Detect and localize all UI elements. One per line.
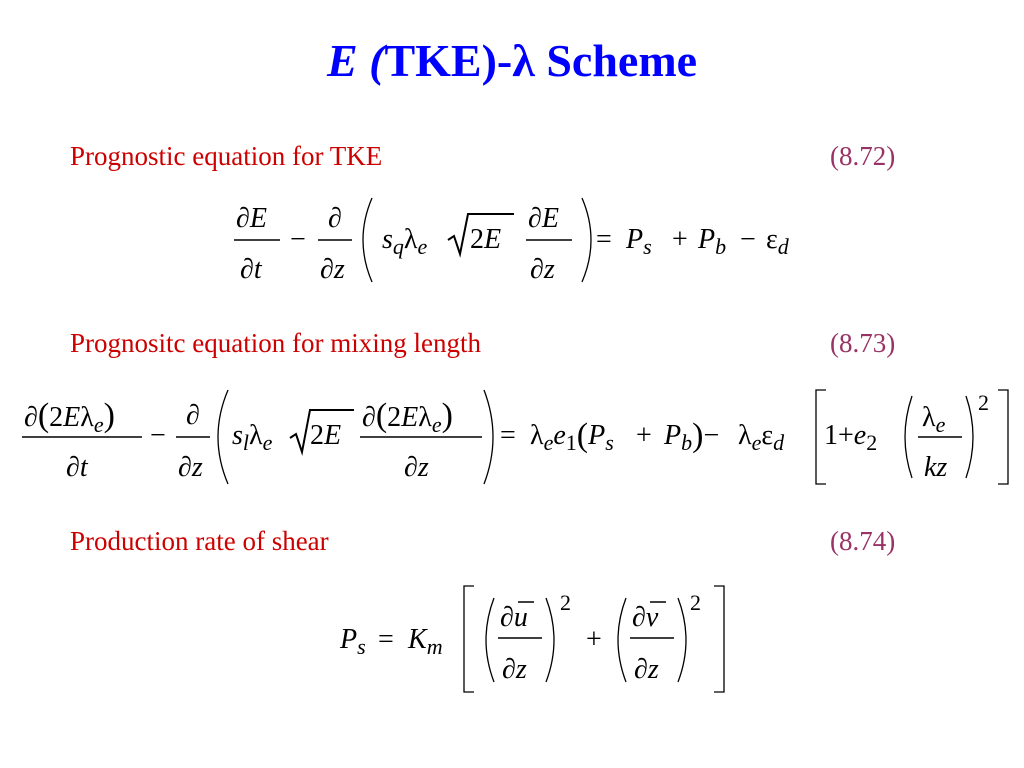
svg-text:∂z: ∂z (178, 452, 203, 483)
svg-text:+: + (636, 420, 652, 451)
equation-tke: ∂E ∂t − ∂ ∂z sqλe 2E ∂E ∂z = Ps + Pb − ε… (234, 197, 790, 285)
svg-text:∂z: ∂z (404, 452, 429, 483)
title-variable: E ( (326, 35, 385, 86)
svg-text:2E: 2E (310, 420, 341, 451)
equation-mixing-length: ∂(2Eλe) ∂t − ∂ ∂z slλe 2E ∂(2Eλe) ∂z = λ… (22, 389, 1009, 485)
svg-text:−: − (150, 420, 166, 451)
svg-text:∂u: ∂u (500, 602, 528, 633)
svg-text:sqλe: sqλe (382, 224, 427, 259)
svg-text:∂t: ∂t (240, 254, 263, 285)
section-label-tke: Prognostic equation for TKE (70, 141, 383, 171)
svg-text:∂(2Eλe): ∂(2Eλe) (362, 397, 453, 437)
section-label-shear: Production rate of shear (70, 526, 329, 556)
svg-text:εd: εd (766, 224, 790, 259)
slide-title: E (TKE)-λ Scheme (0, 38, 1024, 84)
svg-text:∂E: ∂E (236, 203, 267, 234)
svg-text:Ps: Ps (339, 624, 366, 659)
svg-text:Pb)−: Pb)− (663, 417, 719, 455)
svg-text:+: + (586, 624, 602, 655)
svg-text:∂v: ∂v (632, 602, 659, 633)
svg-text:∂: ∂ (186, 400, 200, 431)
svg-text:λe: λe (922, 402, 946, 437)
svg-text:2: 2 (978, 390, 989, 415)
svg-text:Pb: Pb (697, 224, 726, 259)
equation-number-8-72: (8.72) (830, 141, 896, 171)
equation-number-8-74: (8.74) (830, 526, 896, 556)
svg-text:=: = (378, 624, 394, 655)
svg-text:−: − (740, 224, 756, 255)
svg-text:1+e2: 1+e2 (824, 420, 877, 455)
svg-text:+: + (672, 224, 688, 255)
svg-text:=: = (596, 224, 612, 255)
svg-text:slλe: slλe (232, 420, 273, 455)
equation-number-8-73: (8.73) (830, 328, 896, 358)
svg-text:Ps: Ps (625, 224, 652, 259)
svg-text:2: 2 (690, 590, 701, 615)
svg-text:Km: Km (407, 624, 443, 659)
title-text: TKE)-λ Scheme (384, 35, 698, 86)
svg-text:λee1(Ps: λee1(Ps (530, 417, 614, 455)
svg-text:−: − (290, 224, 306, 255)
svg-text:=: = (500, 420, 516, 451)
svg-text:∂(2Eλe): ∂(2Eλe) (24, 397, 115, 437)
svg-text:∂t: ∂t (66, 452, 89, 483)
equation-shear-production: Ps = Km ∂u ∂z 2 + ∂v ∂z 2 (339, 585, 725, 693)
svg-text:∂E: ∂E (528, 203, 559, 234)
svg-text:∂z: ∂z (530, 254, 555, 285)
svg-text:kz: kz (924, 452, 947, 483)
svg-text:λeεd: λeεd (738, 420, 785, 455)
svg-text:∂z: ∂z (320, 254, 345, 285)
svg-text:2E: 2E (470, 224, 501, 255)
svg-text:∂z: ∂z (502, 654, 527, 685)
svg-text:2: 2 (560, 590, 571, 615)
svg-text:∂: ∂ (328, 203, 342, 234)
svg-text:∂z: ∂z (634, 654, 659, 685)
section-label-mixing-length: Prognositc equation for mixing length (70, 328, 481, 358)
